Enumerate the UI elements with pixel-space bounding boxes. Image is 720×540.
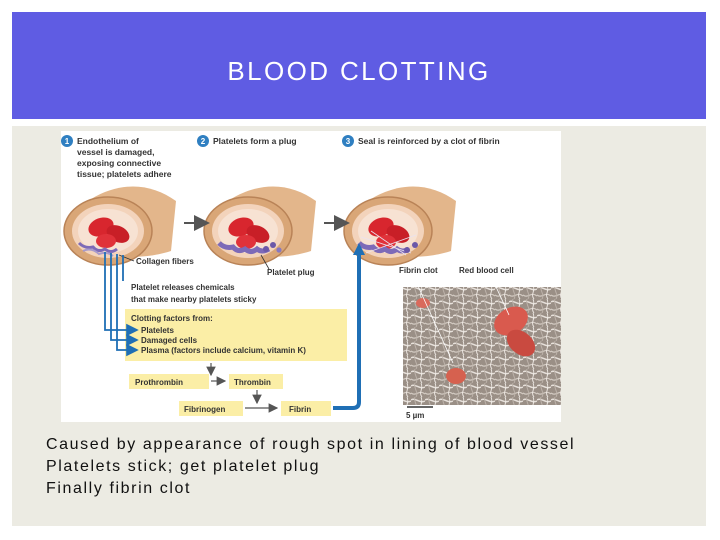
bullet-2: Platelets stick; get platelet plug [46,458,321,475]
fibrin-to-clot-arrowhead [353,243,365,255]
collagen-fibers-label: Collagen fibers [136,257,194,266]
cascade-arrows [206,363,279,413]
prothrombin-box [129,374,209,389]
clotting-factors-heading: Clotting factors from: [131,314,213,323]
step-3-badge [342,135,354,147]
fibrin-clot-label: Fibrin clot [399,266,438,275]
blood-clotting-diagram: 1 Endothelium of vessel is damaged, expo… [61,135,561,420]
step-3-number: 3 [346,137,351,146]
factor-damaged-cells: Damaged cells [141,336,198,345]
vessel-damaged [63,186,176,266]
step-1-badge [61,135,73,147]
micrograph-red-cell-3 [446,368,466,384]
fibrin-box [281,401,331,416]
bullet-list: Caused by appearance of rough spot in li… [46,434,686,500]
title-bar: BLOOD CLOTTING [12,12,706,119]
red-cell-leader [490,275,510,316]
factor-platelets: Platelets [141,326,174,335]
fibrin-label: Fibrin [289,405,311,414]
bullet-1: Caused by appearance of rough spot in li… [46,436,576,453]
fibrinogen-box [179,401,243,416]
fibrin-clot-leader [412,274,454,364]
step-3-text: Seal is reinforced by a clot of fibrin [358,136,500,146]
thrombin-box [229,374,283,389]
thrombin-label: Thrombin [234,378,271,387]
release-text-line-1: Platelet releases chemicals [131,283,235,292]
micrograph-red-cell-4 [416,298,430,308]
clotting-factors-box [125,309,347,361]
release-text-line-2: that make nearby platelets sticky [131,295,257,304]
step-3: 3 Seal is reinforced by a clot of fibrin [342,135,500,147]
fibrin-to-clot-arrow [333,251,361,410]
bullet-3: Finally fibrin clot [46,480,192,497]
factor-connectors [104,252,139,357]
step-1: 1 Endothelium of vessel is damaged, expo… [61,135,172,179]
step-2-number: 2 [201,137,206,146]
step-2-badge [197,135,209,147]
collagen-leader [118,254,135,262]
micrograph-red-cell-1 [494,306,528,336]
step-1-number: 1 [65,137,70,146]
factor-plasma: Plasma (factors include calcium, vitamin… [141,346,306,355]
slide-title: BLOOD CLOTTING [227,56,491,86]
step-1-text-line-1: Endothelium of [77,136,139,146]
fibrinogen-label: Fibrinogen [184,405,225,414]
vessel-platelet-plug [203,186,316,266]
scale-label: 5 µm [406,411,424,420]
vessel-fibrin-clot [343,186,456,266]
step-2: 2 Platelets form a plug [197,135,297,147]
step-1-text-line-4: tissue; platelets adhere [77,169,172,179]
step-2-text: Platelets form a plug [213,136,297,146]
red-blood-cell-label: Red blood cell [459,266,514,275]
blood-clotting-figure: 1 Endothelium of vessel is damaged, expo… [61,131,561,422]
micrograph-red-cell-2 [506,329,536,357]
platelet-plug-label: Platelet plug [267,268,315,277]
step-1-text-line-2: vessel is damaged, [77,147,155,157]
platelet-plug-leader [260,254,270,270]
step-1-text-line-3: exposing connective [77,158,161,168]
prothrombin-label: Prothrombin [135,378,183,387]
fibrin-micrograph: 5 µm [403,274,561,420]
